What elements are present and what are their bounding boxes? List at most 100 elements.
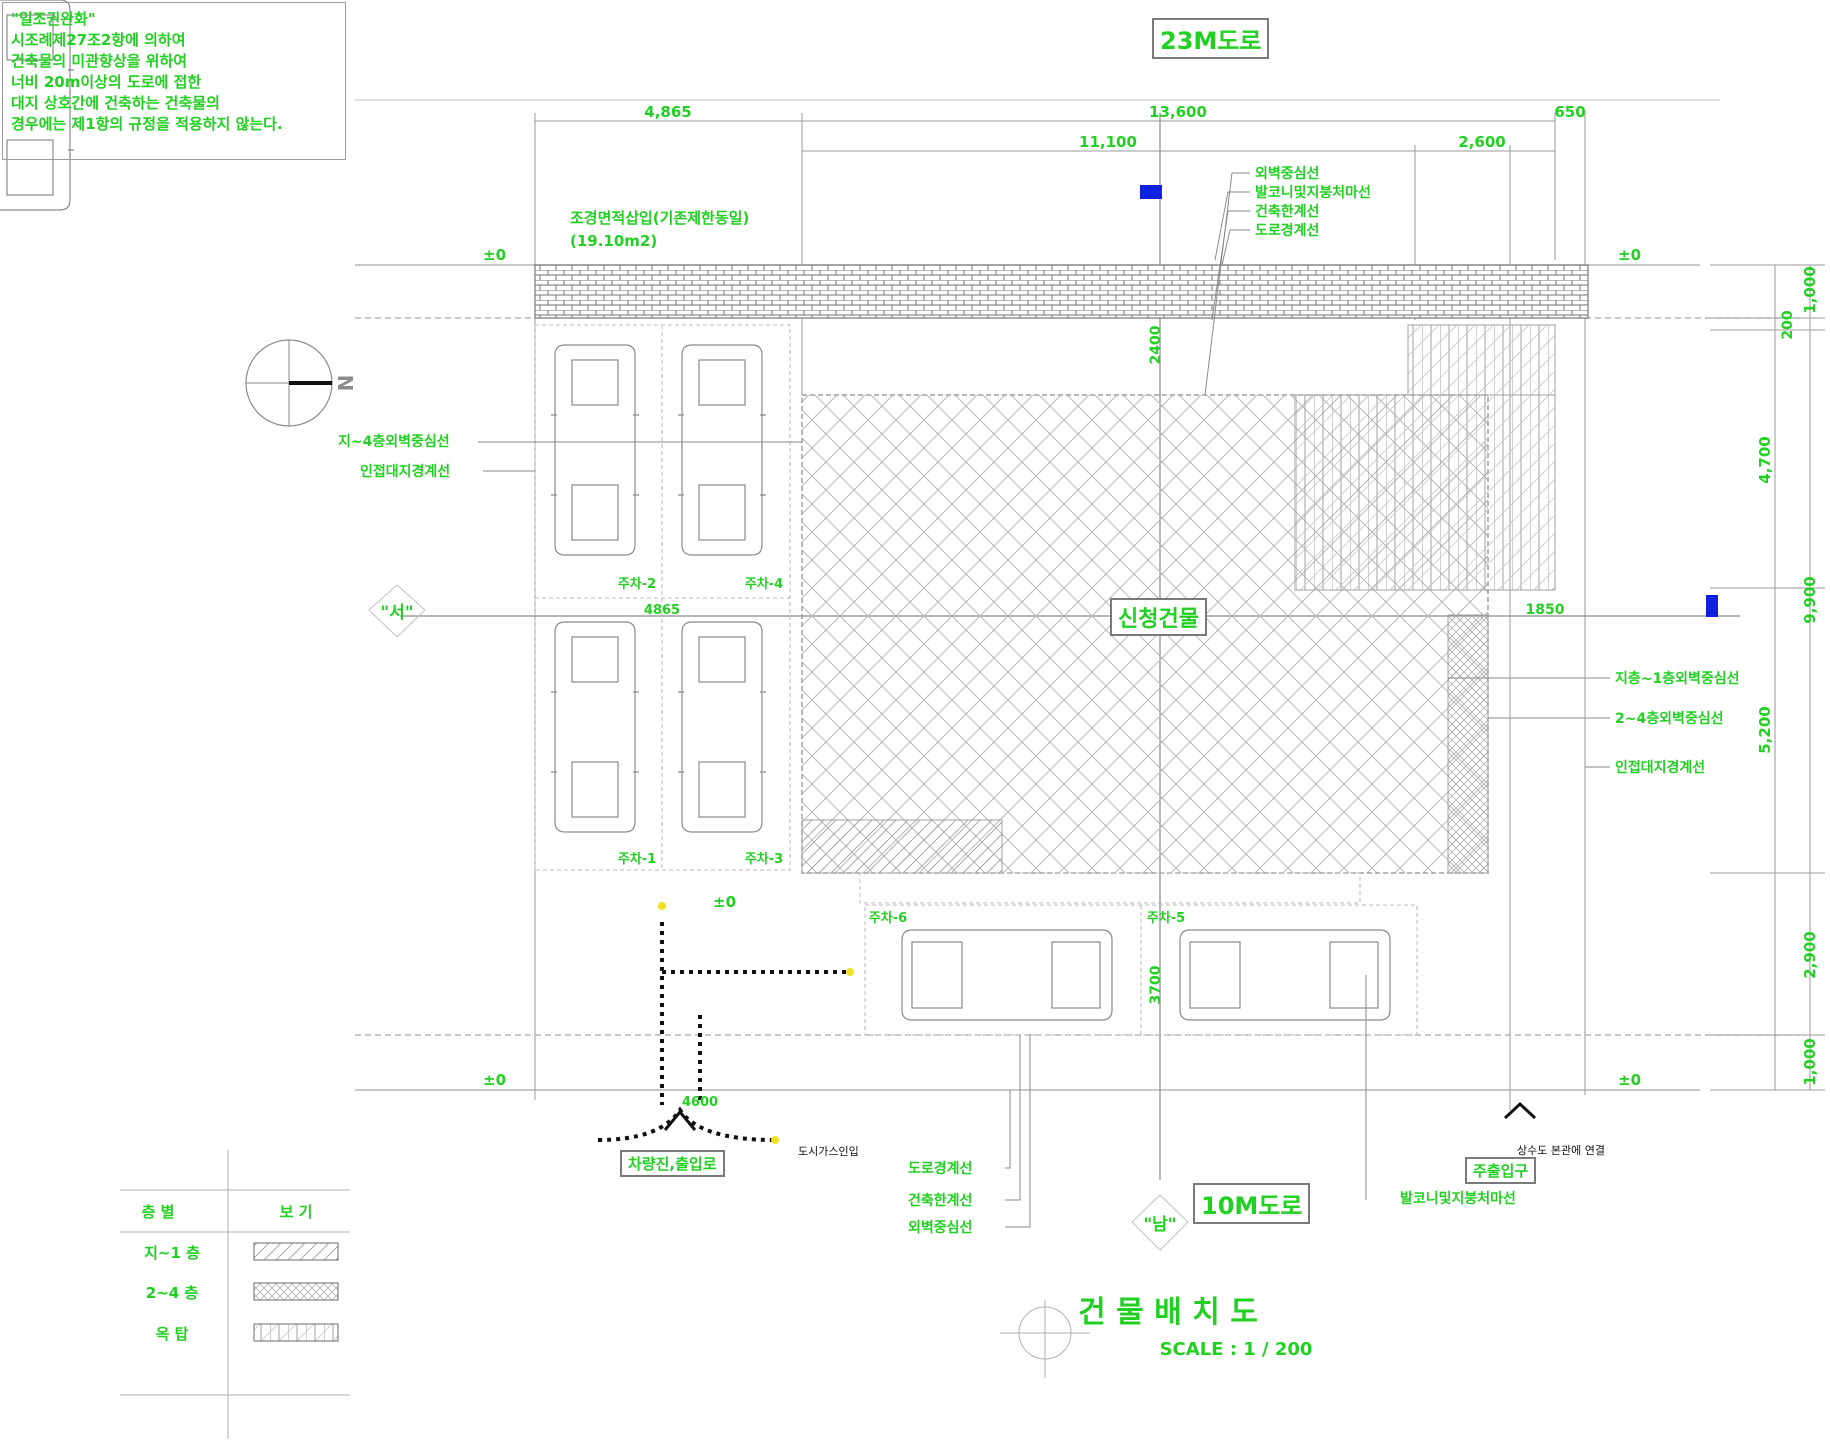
level-bl: ±0 [483, 1071, 506, 1089]
level-tl: ±0 [483, 246, 506, 264]
blue-marker-top [1140, 185, 1162, 199]
legend-header-sample: 보 기 [280, 1203, 313, 1221]
callout-right-leaders [1448, 677, 1610, 768]
utility-lines [597, 922, 850, 1142]
callout-right-3: 인접대지경계선 [1615, 759, 1705, 776]
drawing-scale: SCALE : 1 / 200 [1160, 1339, 1313, 1360]
dim-inner-d: 3700 [1148, 965, 1164, 1004]
landscape-strip [534, 264, 1589, 319]
dim-right-b: 200 [1780, 310, 1796, 339]
note-line-1: 시조례제27조2항에 의하여 [11, 31, 186, 49]
car-p3 [677, 621, 767, 833]
dim-right-d: 9,900 [1801, 576, 1819, 623]
level-br: ±0 [1618, 1071, 1641, 1089]
dim-right-c: 4,700 [1756, 436, 1774, 483]
car-p1 [550, 621, 640, 833]
main-entrance-label: 주출입구 [1465, 1157, 1537, 1184]
callout-top-1: 외벽중심선 [1255, 165, 1319, 182]
callout-left-1: 지~4층외벽중심선 [338, 433, 450, 450]
vehicle-entrance-label: 차량진,출입로 [620, 1150, 725, 1177]
dim-inner-e: 4600 [682, 1095, 718, 1110]
north-arrow-icon [245, 339, 333, 427]
car-p2 [550, 344, 640, 556]
mark-south: "남" [1143, 1215, 1176, 1235]
dim-top-b: 13,600 [1149, 103, 1207, 121]
car-symbol [0, 0, 74, 211]
callout-balcony-bottom: 발코니및지붕처마선 [1400, 1190, 1516, 1207]
dim-inner-c: 1850 [1526, 602, 1565, 618]
parking-label-2: 주차-2 [618, 576, 656, 592]
callout-left-leaders [478, 441, 802, 472]
water-label: 상수도 본관에 연결 [1517, 1144, 1605, 1157]
dim-inner-b: 4865 [644, 603, 680, 618]
dim-top-d: 11,100 [1079, 133, 1137, 151]
callout-bottom-1: 도로경계선 [908, 1160, 972, 1177]
mark-frames [368, 584, 1189, 1251]
parking-label-1: 주차-1 [618, 851, 656, 867]
callout-top-2: 발코니및지붕처마선 [1255, 184, 1371, 201]
utility-dots [658, 902, 854, 1144]
callout-right-2: 2~4층외벽중심선 [1615, 710, 1724, 727]
note-line-2: 건축물의 미관향상을 위하여 [11, 52, 188, 70]
legend-table [120, 1150, 350, 1439]
note-line-4: 대지 상호간에 건축하는 건축물의 [11, 94, 220, 112]
balcony-strip [1447, 614, 1489, 874]
road-label-top: 23M도로 [1152, 18, 1270, 59]
dim-top-e: 2,600 [1458, 133, 1505, 151]
rooftop-area [1294, 394, 1556, 591]
dim-right-f: 2,900 [1801, 931, 1819, 978]
legend-swatch-roof [253, 1323, 339, 1342]
level-tr: ±0 [1618, 246, 1641, 264]
basement-area [801, 819, 1003, 874]
legend-row-2: 2~4 층 [146, 1284, 199, 1302]
drawing-title: 건 물 배 치 도 [1078, 1295, 1258, 1330]
callout-bottom-2: 건축한계선 [908, 1192, 972, 1209]
canopy-strip [859, 872, 1361, 904]
note-line-5: 경우에는 제1항의 규정을 적용하지 않는다. [11, 115, 283, 133]
dim-right-a: 1,000 [1801, 266, 1819, 313]
building-label: 신청건물 [1110, 598, 1207, 636]
road-label-bottom: 10M도로 [1193, 1183, 1311, 1224]
gas-label: 도시가스인입 [798, 1145, 859, 1158]
legend-swatch-basement [253, 1242, 339, 1261]
mark-west: "서" [380, 603, 413, 623]
north-letter: N [333, 375, 357, 392]
legend-header-floor: 층 별 [142, 1203, 175, 1221]
dim-top-c: 650 [1554, 103, 1585, 121]
callout-left-2: 인접대지경계선 [360, 463, 450, 480]
title-symbol-icon [1000, 1300, 1090, 1378]
dim-top-a: 4,865 [644, 103, 691, 121]
legend-swatch-upper [253, 1282, 339, 1301]
blue-marker-right [1706, 595, 1718, 617]
callout-top-4: 도로경계선 [1255, 222, 1319, 239]
entrance-arrows [663, 1101, 1537, 1131]
sunlight-relief-note: "일조권완화" 시조례제27조2항에 의하여 건축물의 미관향상을 위하여 너비… [2, 2, 346, 160]
callout-bottom-leaders [1005, 975, 1367, 1228]
level-mid: ±0 [713, 893, 736, 911]
right-dimension-lines [1710, 264, 1825, 1091]
rooftop-annex [1407, 324, 1556, 396]
callout-top-leaders [1204, 172, 1250, 396]
dim-right-g: 1,000 [1801, 1038, 1819, 1085]
callout-top-3: 건축한계선 [1255, 203, 1319, 220]
landscape-label-line1: 조경면적삽입(기존제한동일) [570, 209, 749, 227]
callout-bottom-3: 외벽중심선 [908, 1219, 972, 1236]
callout-right-1: 지층~1층외벽중심선 [1615, 670, 1740, 687]
note-title: "일조권완화" [11, 10, 96, 28]
parking-label-3: 주차-3 [745, 851, 783, 867]
car-p5 [1179, 929, 1391, 1021]
car-p4 [677, 344, 767, 556]
parking-outlines [534, 324, 1418, 1036]
parking-label-4: 주차-4 [745, 576, 783, 592]
parking-label-5: 주차-5 [1147, 910, 1185, 926]
car-p6 [901, 929, 1113, 1021]
landscape-label-line2: (19.10m2) [570, 232, 657, 250]
legend-row-1: 지~1 층 [144, 1244, 200, 1262]
dim-right-e: 5,200 [1756, 706, 1774, 753]
note-line-3: 너비 20m이상의 도로에 접한 [11, 73, 202, 91]
legend-row-3: 옥 탑 [156, 1325, 189, 1343]
dim-inner-a: 2400 [1148, 325, 1164, 364]
parking-label-6: 주차-6 [869, 910, 907, 926]
